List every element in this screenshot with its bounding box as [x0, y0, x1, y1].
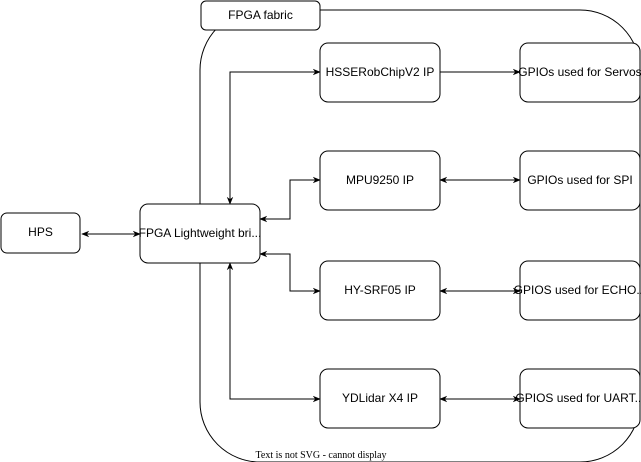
- edge-bridge-lidar: [226, 262, 321, 403]
- edge-bridge-mpu: [259, 176, 321, 223]
- bridge-node: FPGA Lightweight bri...: [139, 203, 262, 264]
- gpio-echo-node: GPIOS used for ECHO...: [514, 260, 641, 321]
- gpio-uart-label: GPIOS used for UART...: [515, 391, 641, 405]
- gpio-servos-label: GPIOs used for Servos: [518, 65, 641, 79]
- render-warning-text: Text is not SVG - cannot display: [256, 450, 387, 461]
- lidar-ip-node: YDLidar X4 IP: [319, 368, 441, 429]
- gpio-uart-node: GPIOS used for UART...: [515, 368, 641, 429]
- fpga-fabric-label: FPGA fabric: [228, 8, 293, 22]
- gpio-spi-label: GPIOs used for SPI: [527, 173, 632, 187]
- lidar-ip-label: YDLidar X4 IP: [342, 391, 418, 405]
- fpga-fabric-label-box: FPGA fabric: [200, 0, 321, 31]
- gpio-echo-label: GPIOS used for ECHO...: [514, 283, 641, 297]
- gpio-spi-node: GPIOs used for SPI: [519, 150, 641, 211]
- edges: [81, 68, 521, 403]
- gpio-servos-node: GPIOs used for Servos: [518, 42, 641, 103]
- sonar-ip-node: HY-SRF05 IP: [319, 260, 441, 321]
- edge-bridge-servo: [226, 68, 321, 205]
- hps-node: HPS: [0, 212, 81, 254]
- sonar-ip-label: HY-SRF05 IP: [344, 283, 416, 297]
- mpu-ip-node: MPU9250 IP: [319, 150, 441, 211]
- servo-ip-label: HSSERobChipV2 IP: [326, 65, 435, 79]
- edge-bridge-sonar: [259, 250, 321, 295]
- bridge-label: FPGA Lightweight bri...: [139, 226, 262, 240]
- mpu-ip-label: MPU9250 IP: [346, 173, 414, 187]
- servo-ip-node: HSSERobChipV2 IP: [319, 42, 441, 103]
- hps-label: HPS: [28, 225, 53, 239]
